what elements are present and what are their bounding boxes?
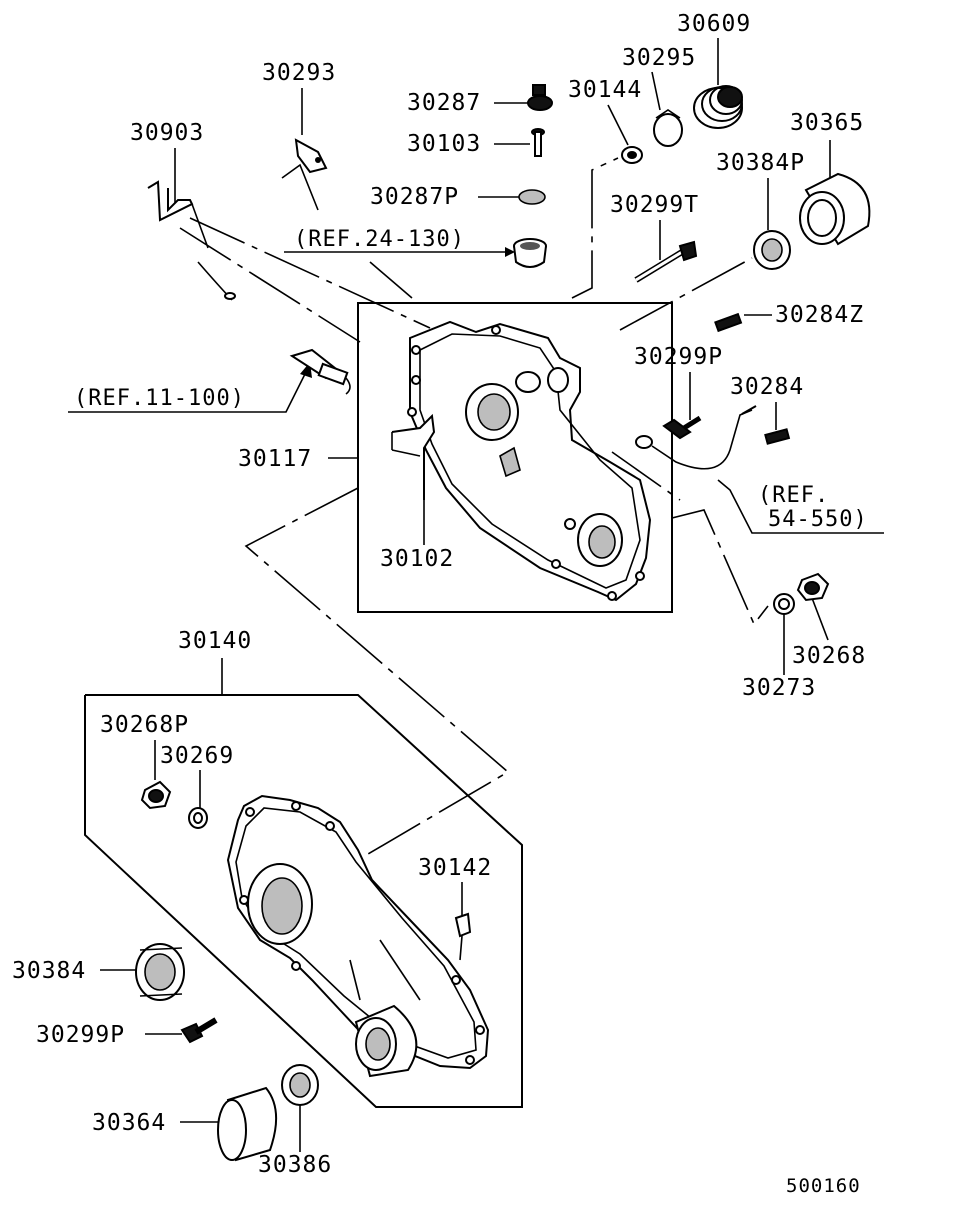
label-30287: 30287 [407, 90, 481, 116]
label-30117: 30117 [238, 446, 312, 472]
plug-30287 [527, 84, 553, 111]
label-30103: 30103 [407, 131, 481, 157]
ref-24-130: (REF.24-130) [294, 227, 465, 252]
diagram-code: 500160 [786, 1175, 861, 1197]
label-30284: 30284 [730, 374, 804, 400]
label-30903: 30903 [130, 120, 204, 146]
plug-30268 [796, 572, 830, 602]
stud-30284Z [714, 312, 743, 333]
label-30299P-top: 30299P [634, 344, 723, 370]
label-30609: 30609 [677, 11, 751, 37]
clip-30295 [653, 109, 683, 147]
label-30295: 30295 [622, 45, 696, 71]
sleeve-30365 [799, 172, 871, 246]
label-30268P: 30268P [100, 712, 189, 738]
sensor-ref-11-100 [289, 348, 351, 395]
label-30365: 30365 [790, 110, 864, 136]
ref-54-550-line2: 54-550) [768, 507, 868, 532]
label-30293: 30293 [262, 60, 336, 86]
transfer-rear-case-30140 [226, 794, 490, 1078]
pin-30103 [531, 128, 545, 157]
label-30142: 30142 [418, 855, 492, 881]
label-30144: 30144 [568, 77, 642, 103]
seal-cap-30364 [217, 1086, 278, 1162]
label-30273: 30273 [742, 675, 816, 701]
seal-30386 [281, 1064, 319, 1106]
label-30299P-bottom: 30299P [36, 1022, 125, 1048]
leader-lines [68, 38, 884, 1152]
label-30299T: 30299T [610, 192, 699, 218]
gear-30609 [693, 85, 743, 129]
clip-plate-30293 [281, 138, 328, 211]
ref-11-100: (REF.11-100) [74, 386, 245, 411]
clip-30142 [454, 912, 472, 961]
bracket-30102 [391, 413, 436, 500]
label-30386: 30386 [258, 1152, 332, 1178]
label-30284Z: 30284Z [775, 302, 864, 328]
bolt-30299P-top [662, 415, 702, 440]
ref-54-550-line1: (REF. [758, 483, 829, 508]
gasket-30269 [188, 807, 208, 829]
label-30384: 30384 [12, 958, 86, 984]
arrow-head [505, 247, 515, 257]
label-30269: 30269 [160, 743, 234, 769]
label-30140: 30140 [178, 628, 252, 654]
bearing-30384 [135, 943, 185, 1001]
label-30102: 30102 [380, 546, 454, 572]
transfer-front-case-30117 [407, 320, 652, 602]
bolt-30299P-bottom [180, 1017, 218, 1044]
bearing-30384P [753, 230, 791, 270]
assembly-centerlines [179, 157, 769, 855]
bolt-30299T [634, 240, 698, 283]
label-30287P: 30287P [370, 184, 459, 210]
plug-30268P [140, 780, 172, 810]
rear-case-detail-frame [84, 694, 523, 1108]
gasket-30273 [773, 593, 795, 615]
ground-wire-30284 [635, 405, 791, 470]
seal-ring-30144 [621, 146, 643, 164]
plug-30287P [518, 189, 546, 205]
label-30268: 30268 [792, 643, 866, 669]
label-30364: 30364 [92, 1110, 166, 1136]
label-30384P: 30384P [716, 150, 805, 176]
cap-ref-24-130 [513, 238, 547, 268]
bracket-30903 [147, 180, 236, 301]
